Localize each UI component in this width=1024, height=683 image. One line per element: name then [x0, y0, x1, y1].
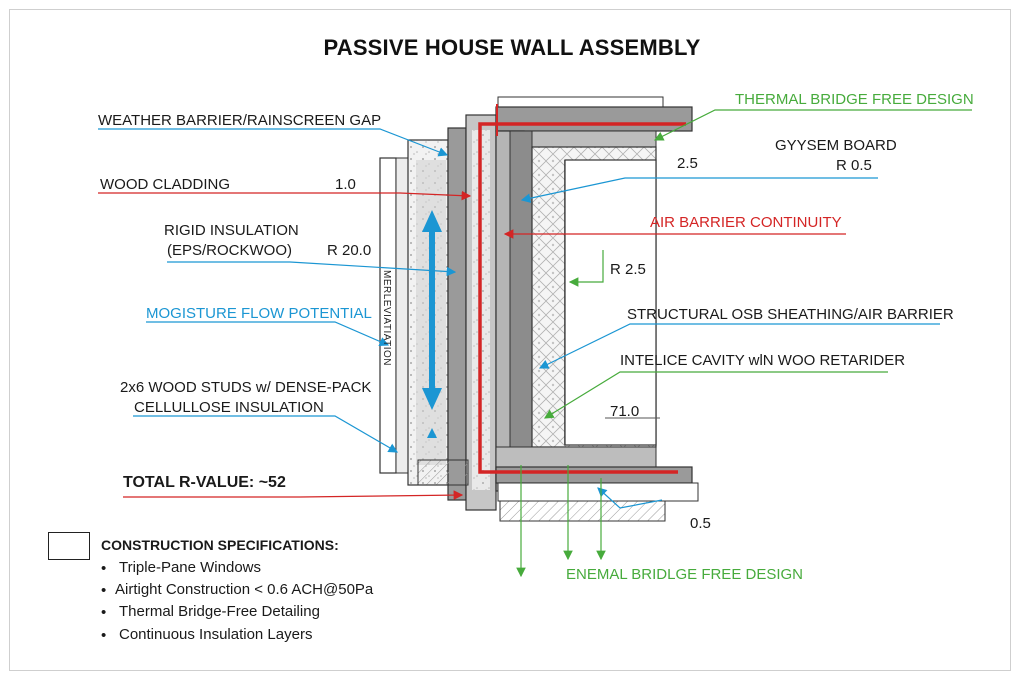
spec-bullet: • — [101, 627, 107, 644]
diagram-frame — [9, 9, 1011, 671]
legend-box — [48, 532, 90, 560]
spec-bullet: • — [101, 582, 107, 599]
air-barrier-line — [478, 104, 686, 474]
label-rigid-insulation-1: RIGID INSULATION — [164, 222, 299, 239]
label-intelice-cavity: INTELICE CAVITY wlN WOO RETARIDER — [620, 352, 906, 369]
label-gypsum-board: GYYSEM BOARD — [775, 137, 897, 154]
spec-item: Triple-Pane Windows — [119, 559, 261, 576]
page-title: PASSIVE HOUSE WALL ASSEMBLY — [323, 35, 701, 60]
spec-item: Airtight Construction < 0.6 ACH@50Pa — [115, 581, 374, 598]
label-weather-barrier: WEATHER BARRIER/RAINSCREEN GAP — [98, 112, 382, 129]
specifications-heading: CONSTRUCTION SPECIFICATIONS: — [101, 537, 339, 553]
leader-lines-red — [98, 190, 846, 500]
structural-stud — [495, 130, 533, 492]
label-studs-1: 2x6 WOOD STUDS w/ DENSE-PACK — [120, 379, 372, 396]
spec-bullet: • — [101, 560, 107, 577]
label-thermal-bridge-bottom: ENEMAL BRIDLGE FREE DESIGN — [566, 566, 803, 583]
rigid-insulation-layer — [407, 139, 449, 486]
leader-lines-blue — [98, 128, 940, 509]
moisture-flow-arrow — [422, 210, 442, 438]
label-structural-osb: STRUCTURAL OSB SHEATHING/AIR BARRIER — [627, 306, 954, 323]
wood-cladding-layer — [379, 157, 409, 474]
value-gypsum: R 0.5 — [836, 157, 872, 174]
value-rigid-insulation: R 20.0 — [327, 242, 372, 259]
spec-bullet: • — [101, 604, 107, 621]
spec-item: Thermal Bridge-Free Detailing — [119, 603, 320, 620]
value-r-2-5: R 2.5 — [610, 261, 646, 278]
leader-lines-green — [516, 109, 972, 578]
label-thermal-bridge-top: THERMAL BRIDGE FREE DESIGN — [735, 91, 974, 108]
value-0-5-bottom: 0.5 — [690, 515, 711, 532]
label-rigid-insulation-2: (EPS/ROCKWOO) — [167, 242, 293, 259]
cellulose-cavity — [531, 146, 657, 448]
label-studs-2: CELLULLOSE INSULATION — [134, 399, 324, 416]
value-wood-cladding: 1.0 — [335, 176, 356, 193]
spec-item: Continuous Insulation Layers — [119, 626, 313, 643]
label-total-r-value: TOTAL R-VALUE: ~52 — [123, 474, 286, 491]
label-air-barrier-continuity: AIR BARRIER CONTINUITY — [650, 214, 842, 231]
top-cap — [495, 96, 693, 148]
vertical-layer-label: MERLEVIATIATION — [381, 270, 392, 367]
label-wood-cladding: WOOD CLADDING — [100, 176, 231, 193]
value-71: 71.0 — [610, 403, 640, 420]
label-moisture-flow: MOGISTURE FLOW POTENTIAL — [146, 305, 372, 322]
value-2-5-top: 2.5 — [677, 155, 698, 172]
sheathing-layer — [447, 114, 497, 511]
